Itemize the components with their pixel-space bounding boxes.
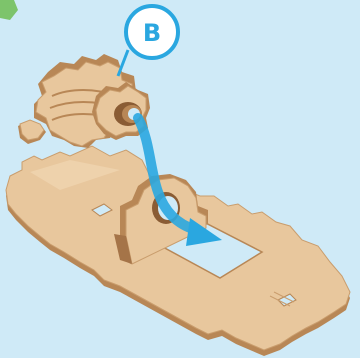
callout-label: B xyxy=(143,19,161,47)
callout-badge: B xyxy=(118,6,178,76)
green-hexagon-icon xyxy=(0,0,18,20)
gear-assembly xyxy=(18,54,150,148)
